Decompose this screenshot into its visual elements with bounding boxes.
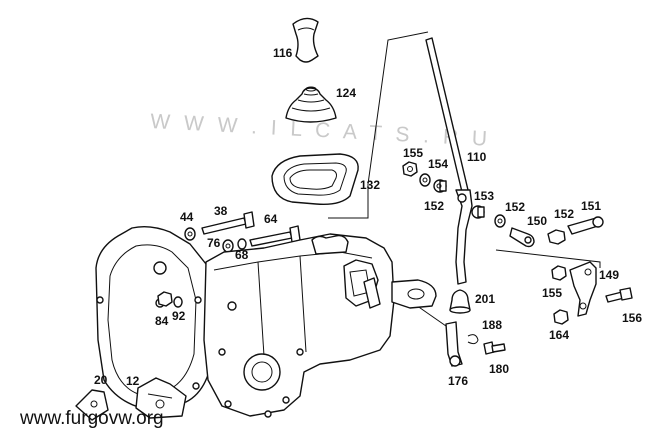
callout-156: 156	[622, 311, 642, 325]
callout-155-bottom: 155	[542, 286, 562, 300]
callout-20: 20	[94, 373, 108, 387]
callout-132: 132	[360, 178, 380, 192]
callout-149: 149	[599, 268, 619, 282]
transmission-housing	[95, 225, 437, 418]
rubber-mount	[449, 289, 471, 314]
pivot-arm	[445, 321, 506, 367]
callout-155-top: 155	[403, 146, 423, 160]
leader-bracket	[495, 249, 601, 268]
callout-labels: 116 124 132 110 155 154 152 153 152 150 …	[94, 46, 642, 388]
site-label: www.furgovw.org	[19, 408, 164, 429]
linkage-rod	[471, 205, 604, 248]
selector-bracket	[551, 261, 633, 325]
bushing-set-left	[402, 161, 447, 193]
callout-153: 153	[474, 189, 494, 203]
shift-lever	[425, 37, 473, 285]
callout-116: 116	[273, 46, 293, 60]
callout-152-mid: 152	[505, 200, 525, 214]
callout-84: 84	[155, 314, 169, 328]
callout-151: 151	[581, 199, 601, 213]
callout-176: 176	[448, 374, 468, 388]
callout-68: 68	[235, 248, 249, 262]
callout-76: 76	[207, 236, 221, 250]
gear-knob	[292, 17, 319, 63]
callout-110: 110	[467, 150, 487, 164]
callout-164: 164	[549, 328, 569, 342]
callout-38: 38	[214, 204, 228, 218]
callout-201: 201	[475, 292, 495, 306]
callout-44: 44	[180, 210, 194, 224]
callout-64: 64	[264, 212, 278, 226]
callout-154: 154	[428, 157, 448, 171]
callout-180: 180	[489, 362, 509, 376]
engine-mount-parts	[75, 377, 187, 421]
shift-boot	[285, 86, 337, 123]
callout-152-left: 152	[424, 199, 444, 213]
callout-12: 12	[126, 374, 140, 388]
bolts-and-washers	[184, 211, 301, 253]
callout-92: 92	[172, 309, 186, 323]
boot-frame	[271, 153, 359, 206]
callout-188: 188	[482, 318, 502, 332]
callout-124: 124	[336, 86, 356, 100]
leader-110	[328, 31, 429, 219]
callout-152-right: 152	[554, 207, 574, 221]
callout-150: 150	[527, 214, 547, 228]
